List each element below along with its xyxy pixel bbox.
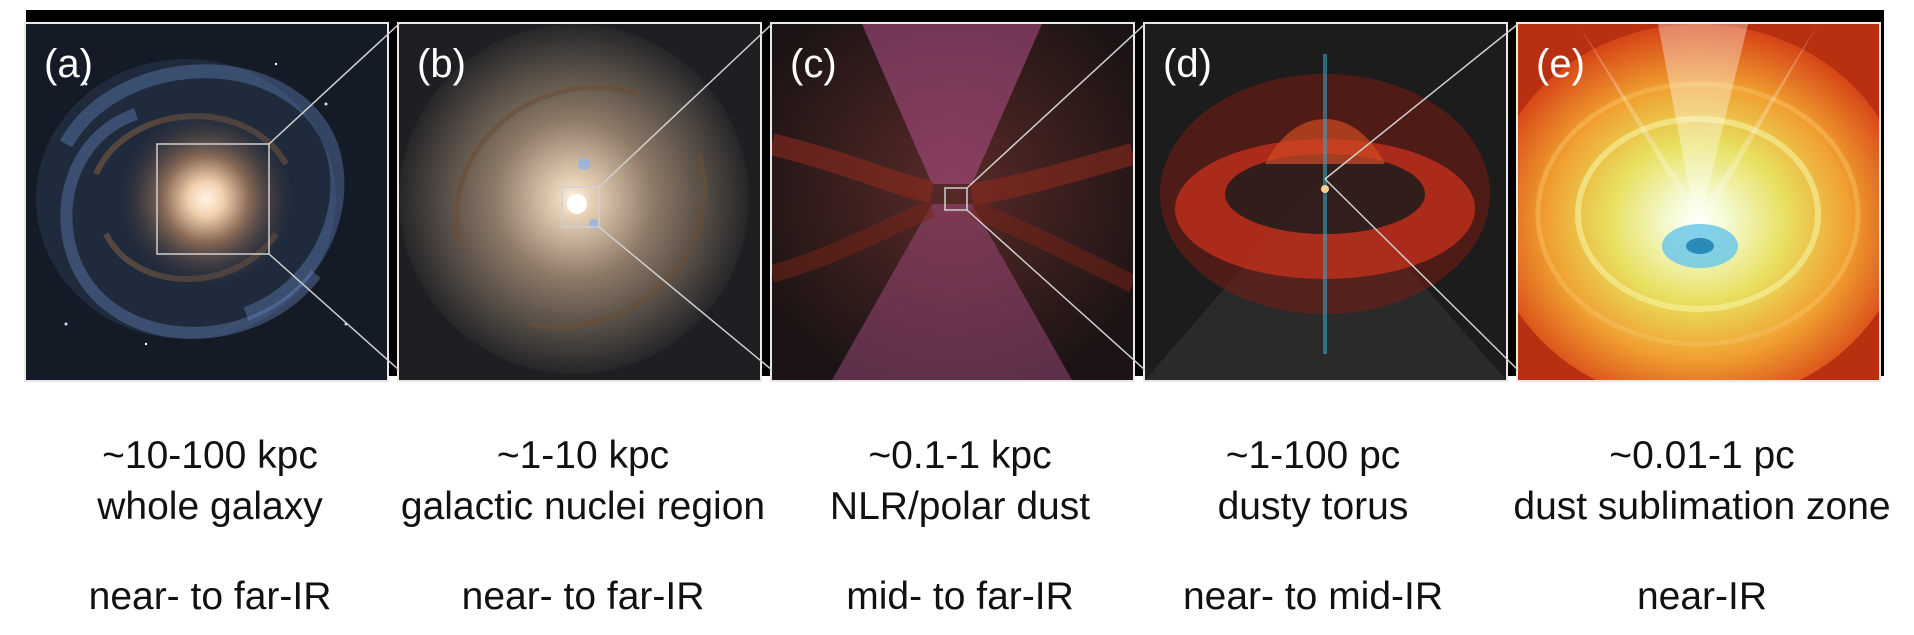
panel-e-sublimation-zone: (e) xyxy=(1516,22,1881,382)
wavelength-label: near-IR xyxy=(1636,575,1768,618)
panel-label: (b) xyxy=(417,42,466,86)
scale-label: ~1-100 pc xyxy=(1225,434,1401,477)
region-label: NLR/polar dust xyxy=(829,485,1091,528)
scale-label: ~10-100 kpc xyxy=(102,434,318,477)
panel-label: (a) xyxy=(44,42,93,86)
caption-b: ~1-10 kpc galactic nuclei region near- t… xyxy=(393,430,773,622)
scale-label: ~0.1-1 kpc xyxy=(868,434,1052,477)
sublimation-zone-image xyxy=(1518,24,1879,380)
region-label: dusty torus xyxy=(1217,485,1409,528)
caption-d: ~1-100 pc dusty torus near- to mid-IR xyxy=(1123,430,1503,622)
caption-e: ~0.01-1 pc dust sublimation zone near-IR xyxy=(1490,430,1914,622)
caption-a: ~10-100 kpc whole galaxy near- to far-IR xyxy=(20,430,400,622)
scale-label: ~0.01-1 pc xyxy=(1609,434,1795,477)
wavelength-label: mid- to far-IR xyxy=(846,575,1074,618)
region-label: whole galaxy xyxy=(97,485,323,528)
scale-label: ~1-10 kpc xyxy=(496,434,670,477)
image-strip: (a) (b) xyxy=(24,10,1884,382)
region-label: dust sublimation zone xyxy=(1513,485,1891,528)
panel-label: (d) xyxy=(1163,42,1212,86)
panel-label: (c) xyxy=(790,42,837,86)
wavelength-label: near- to mid-IR xyxy=(1182,575,1444,618)
caption-c: ~0.1-1 kpc NLR/polar dust mid- to far-IR xyxy=(770,430,1150,622)
region-label: galactic nuclei region xyxy=(400,485,766,528)
wavelength-label: near- to far-IR xyxy=(461,575,705,618)
panel-c-polar-dust: (c) xyxy=(770,22,1135,382)
panel-a-whole-galaxy: (a) xyxy=(24,22,389,382)
panel-b-galactic-nuclei: (b) xyxy=(397,22,762,382)
panel-d-dusty-torus: (d) xyxy=(1143,22,1508,382)
panel-label: (e) xyxy=(1536,42,1585,86)
wavelength-label: near- to far-IR xyxy=(88,575,332,618)
